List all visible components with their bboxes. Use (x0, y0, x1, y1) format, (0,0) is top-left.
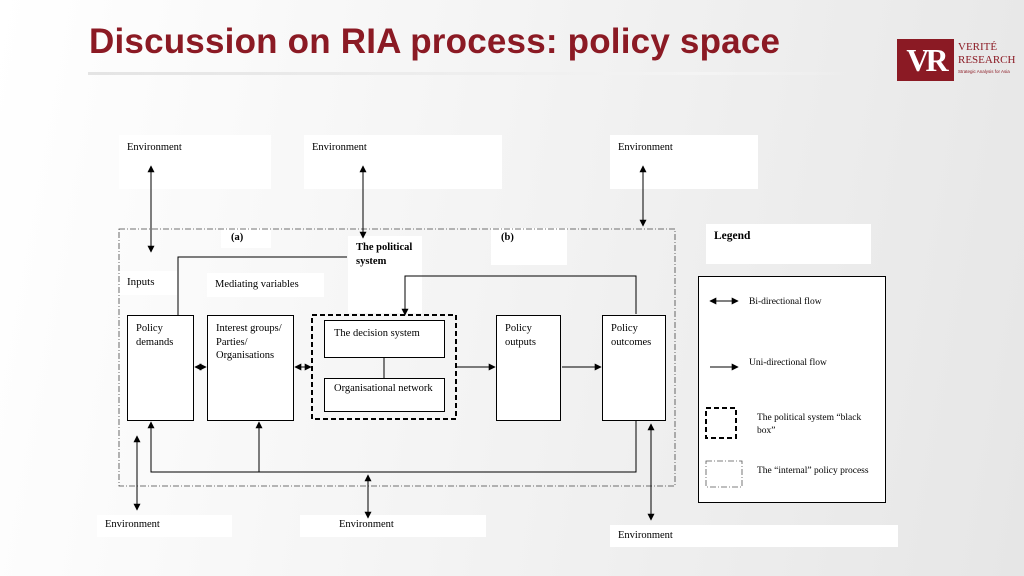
env-bottom-mid-label: Environment (339, 519, 394, 530)
verite-research-logo: VR VERITÉ RESEARCH Strategic Analysis fo… (897, 39, 1015, 81)
policy-outcomes-text: Policy outcomes (611, 323, 652, 348)
logo-name-line2: RESEARCH (958, 54, 1016, 66)
env-bottom-left-box: Environment (97, 515, 232, 537)
title-underline (88, 72, 853, 75)
label-b: (b) (491, 228, 567, 265)
legend-title-text: Legend (714, 230, 751, 242)
logo-tagline: Strategic Analysis for Asia (958, 69, 1010, 74)
logo-name-line1: VERITÉ (958, 41, 998, 53)
label-a-text: (a) (231, 232, 244, 243)
policy-demands-box: Policy demands (127, 315, 194, 421)
legend-title: Legend (706, 224, 871, 264)
policy-outputs-text: Policy outputs (505, 323, 536, 348)
env-top-right-box: Environment (610, 135, 758, 189)
organisational-network-text: Organisational network (334, 383, 433, 394)
env-bottom-left-label: Environment (105, 519, 160, 530)
interest-groups-box: Interest groups/ Parties/ Organisations (207, 315, 294, 421)
inputs-label: Inputs (119, 271, 177, 295)
political-system-label: The political system (348, 236, 422, 313)
label-b-text: (b) (501, 232, 514, 243)
legend-black-box-swatch (705, 407, 737, 439)
policy-outputs-box: Policy outputs (496, 315, 561, 421)
policy-outcomes-box: Policy outcomes (602, 315, 666, 421)
political-system-text: The political system (356, 242, 413, 267)
legend-internal-process-label: The “internal” policy process (757, 466, 869, 476)
env-top-mid-box: Environment (304, 135, 502, 189)
label-a: (a) (221, 228, 271, 248)
decision-system-text: The decision system (334, 328, 420, 339)
env-bottom-right-box: Environment (610, 525, 898, 547)
mediating-variables-label: Mediating variables (207, 273, 324, 297)
inputs-text: Inputs (127, 276, 155, 288)
mediating-variables-text: Mediating variables (215, 279, 299, 290)
env-top-left-label: Environment (127, 142, 182, 153)
env-bottom-mid-box: Environment (300, 515, 486, 537)
decision-system-box: The decision system (324, 320, 445, 358)
legend-internal-process-swatch (705, 460, 743, 488)
env-bottom-right-label: Environment (618, 530, 673, 541)
legend-bidirectional-label: Bi-directional flow (749, 297, 822, 307)
political-system-black-box (311, 314, 457, 420)
internal-policy-process-boundary (118, 228, 676, 487)
legend-black-box-label: The political system “black box” (757, 413, 862, 436)
logo-mark: VR (897, 39, 954, 81)
slide-title: Discussion on RIA process: policy space (89, 22, 781, 61)
env-top-mid-label: Environment (312, 142, 367, 153)
policy-demands-text: Policy demands (136, 323, 174, 348)
outcomes-feedback-loop (147, 421, 637, 473)
env-top-left-box: Environment (119, 135, 271, 189)
demands-feedback-line (177, 256, 347, 315)
legend-unidirectional-label: Uni-directional flow (749, 358, 827, 368)
organisational-network-box: Organisational network (324, 378, 445, 412)
interest-groups-text: Interest groups/ Parties/ Organisations (216, 323, 282, 361)
system-to-outcomes-loop (401, 275, 637, 316)
env-top-right-label: Environment (618, 142, 673, 153)
